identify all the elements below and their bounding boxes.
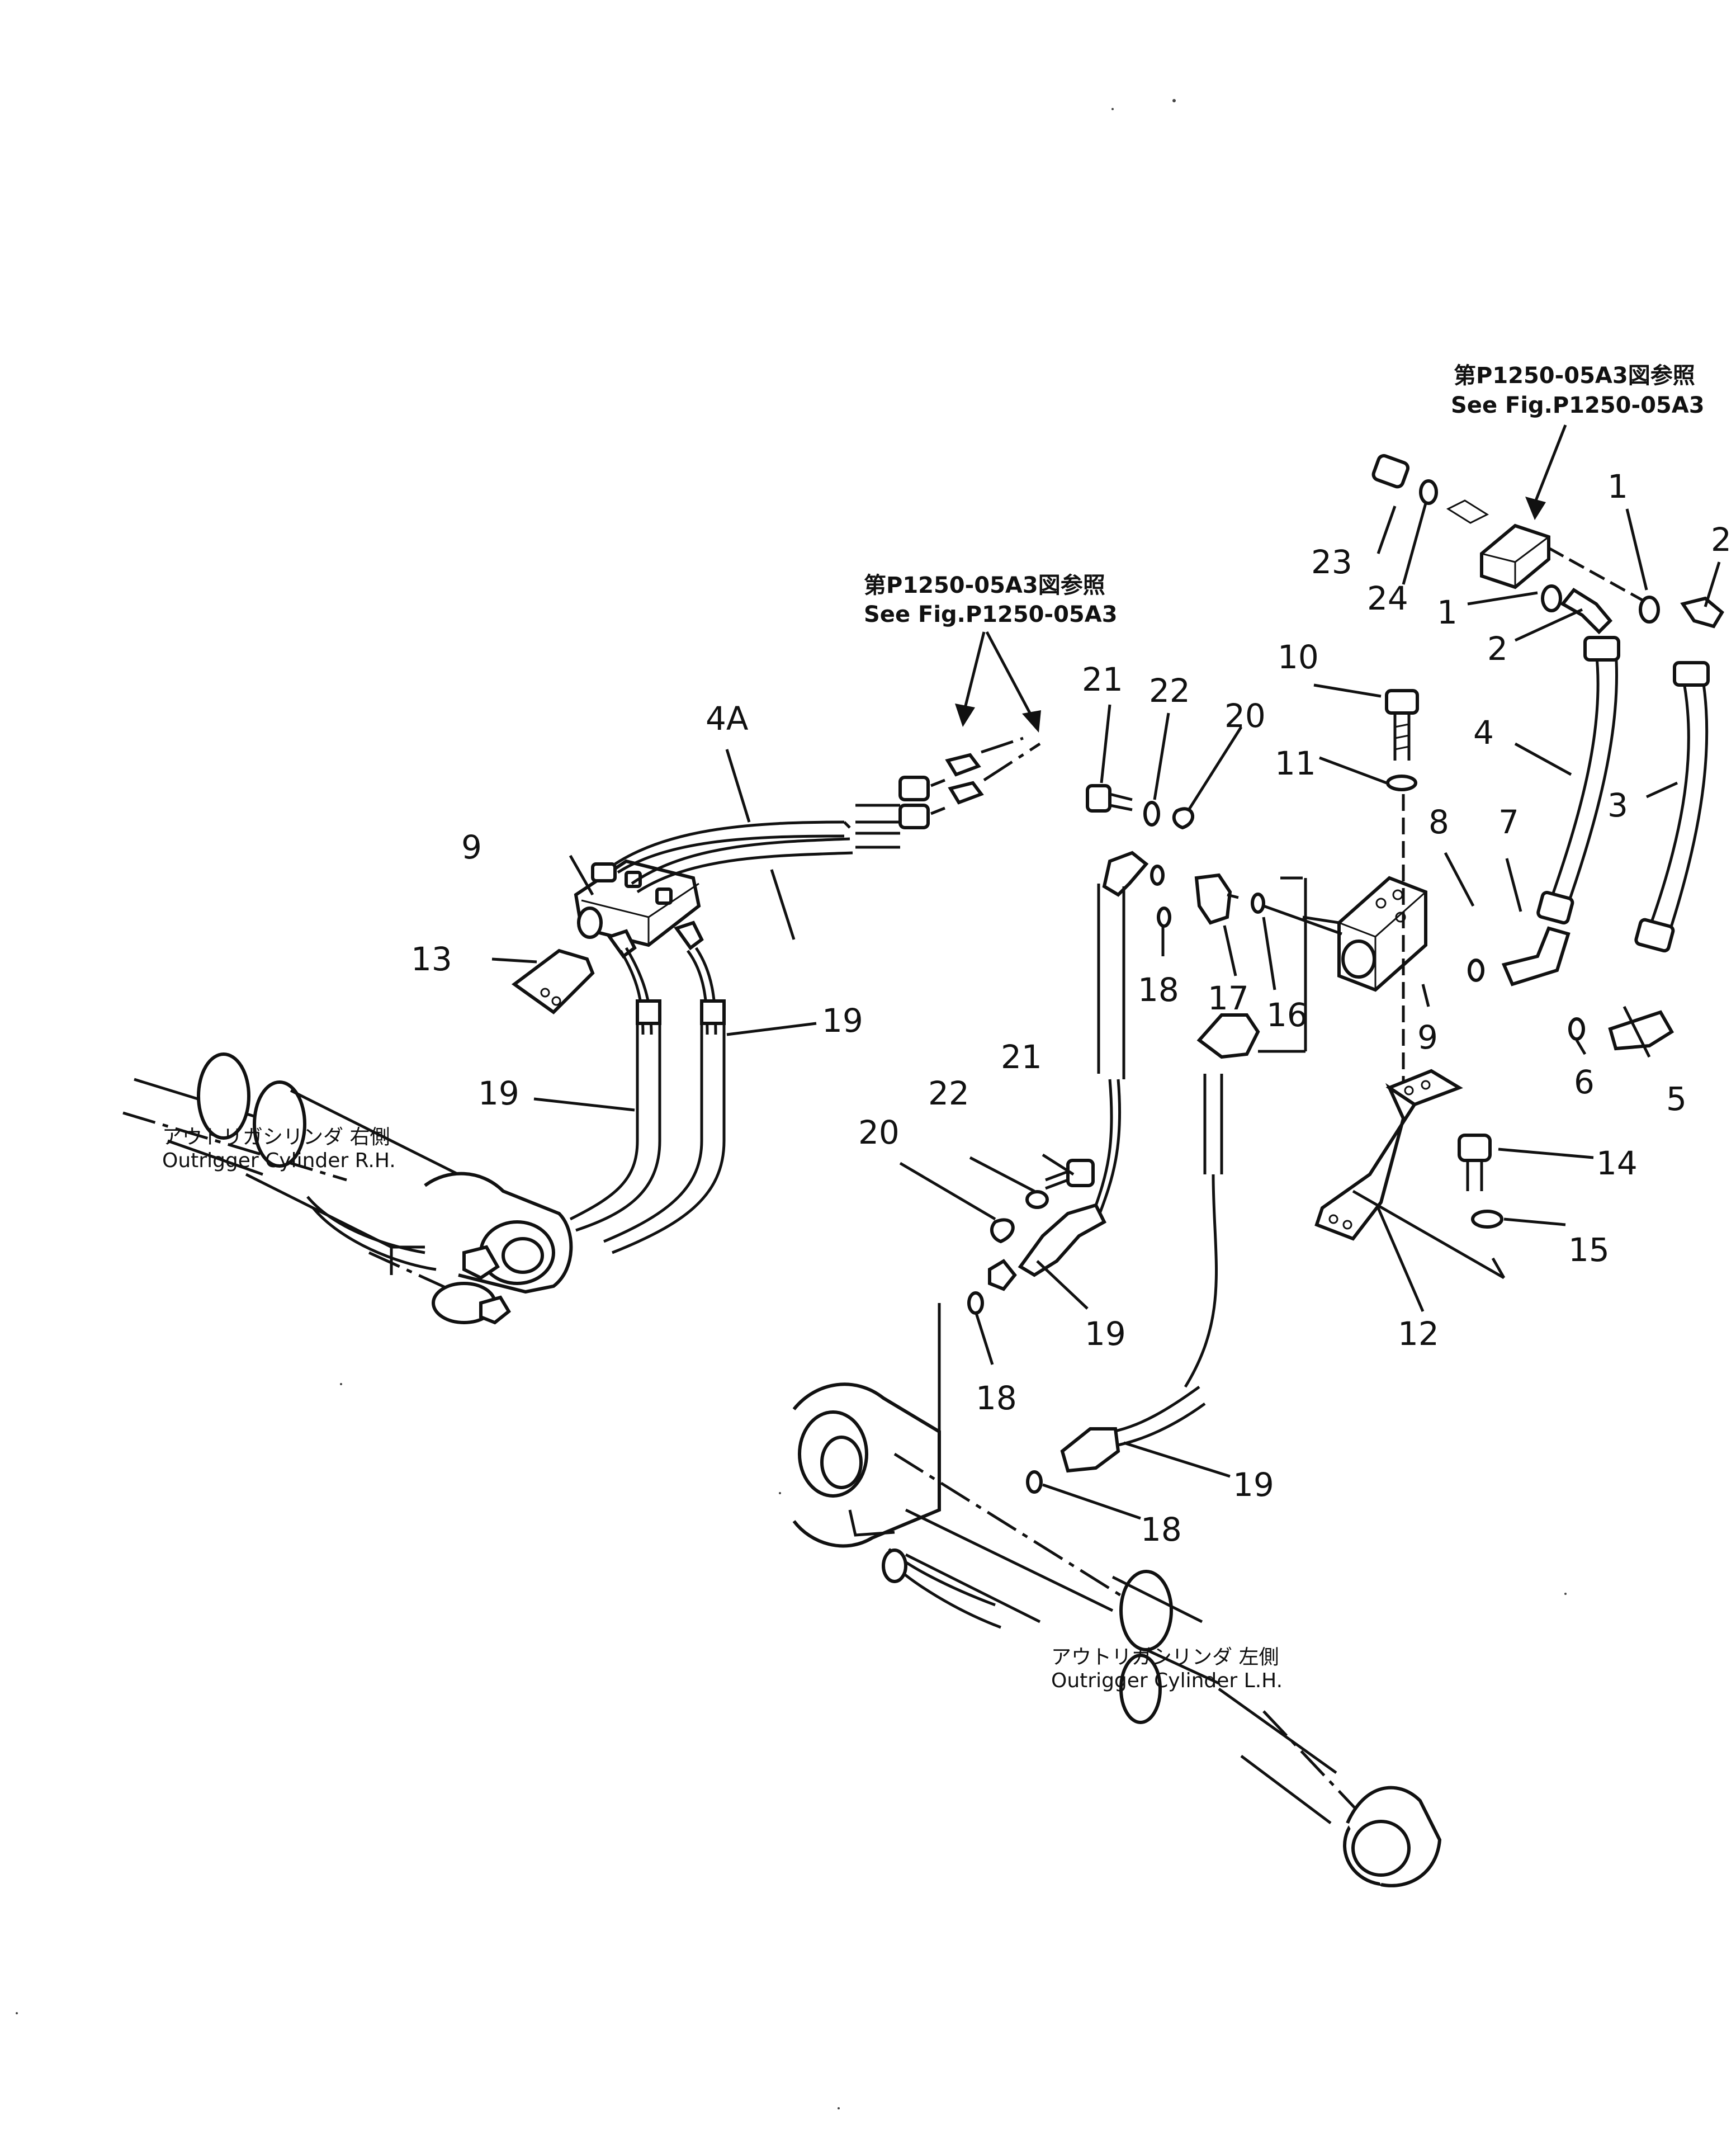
callout-label: 19 [822, 1002, 863, 1040]
scan-specks [16, 99, 1567, 2109]
reference-jp: 第P1250-05A3図参照 [864, 573, 1105, 598]
outrigger-cylinder-rh: アウトリガシリンダ 右側 Outrigger Cylinder R.H. [122, 1052, 573, 1325]
callout-label: 3 [1607, 786, 1628, 824]
plug-23 [1371, 454, 1438, 505]
callout-label: 8 [1428, 803, 1449, 841]
callout-label: 19 [1233, 1466, 1274, 1504]
callout-label: 15 [1568, 1231, 1610, 1269]
callout-label: 2 [1487, 630, 1508, 668]
callout-label: 22 [1149, 672, 1190, 710]
callout-label: 14 [1596, 1144, 1638, 1182]
arrow-icon [955, 704, 975, 727]
bolt-10 [1385, 689, 1419, 1118]
callout-label: 24 [1367, 579, 1408, 617]
callout-label: 11 [1275, 744, 1316, 782]
reference-en: See Fig.P1250-05A3 [864, 602, 1118, 627]
callout-label: 1 [1437, 593, 1458, 631]
callout-label: 20 [858, 1113, 900, 1151]
callout-label: 5 [1666, 1080, 1687, 1118]
callout-label: 21 [1001, 1038, 1042, 1076]
callout-label: 18 [976, 1379, 1017, 1417]
bracket-12 [1314, 1069, 1506, 1280]
callout-label: 18 [1141, 1510, 1182, 1549]
reference-en: See Fig.P1250-05A3 [1451, 393, 1705, 418]
cylinder-lh-en: Outrigger Cylinder L.H. [1051, 1669, 1283, 1692]
callout-label: 13 [411, 940, 452, 978]
valve-block-left [511, 737, 1041, 1254]
callout-label: 22 [928, 1074, 969, 1112]
cylinder-lh-jp: アウトリガシリンダ 左側 [1051, 1646, 1279, 1669]
callout-label: 4 [1473, 714, 1494, 752]
arrow-icon [1525, 497, 1546, 520]
bolt-14 [1458, 1134, 1503, 1229]
arrow-icon [1022, 710, 1041, 733]
cylinder-rh-en: Outrigger Cylinder R.H. [162, 1149, 396, 1172]
cylinder-rh-jp: アウトリガシリンダ 右側 [162, 1126, 390, 1149]
callout-label: 20 [1224, 697, 1266, 735]
callout-label: 9 [461, 828, 482, 866]
callout-label: 10 [1278, 638, 1319, 676]
callout-label: 1 [1607, 468, 1628, 506]
callout-label: 7 [1498, 803, 1519, 841]
reference-jp: 第P1250-05A3図参照 [1454, 363, 1695, 389]
callout-label: 21 [1082, 660, 1123, 698]
reference-note-top-right: 第P1250-05A3図参照 See Fig.P1250-05A3 [1451, 363, 1705, 520]
valve-block-top [1446, 499, 1650, 606]
elbow-fittings [1468, 926, 1674, 1051]
callout-label: 19 [1085, 1315, 1126, 1353]
callout-label: 18 [1138, 971, 1179, 1009]
callout-label: 12 [1398, 1315, 1439, 1353]
callout-label: 19 [478, 1074, 519, 1112]
callout-label: 16 [1266, 996, 1308, 1034]
callout-numbers: 1 1 2 2 3 3 4 4A 5 6 7 8 9 9 10 11 12 13… [411, 468, 1732, 1549]
callout-label: 2 [1711, 521, 1732, 559]
hose-assembly-right [1536, 584, 1724, 953]
callout-label: 4A [706, 700, 749, 738]
callout-label: 6 [1574, 1063, 1595, 1101]
reference-note-center: 第P1250-05A3図参照 See Fig.P1250-05A3 [864, 573, 1118, 733]
callout-label: 17 [1208, 979, 1249, 1017]
callout-label: 9 [1417, 1018, 1438, 1056]
valve-block-center [1280, 876, 1427, 992]
callout-label: 23 [1311, 543, 1352, 581]
leader-lines [491, 503, 1721, 1520]
outrigger-cylinder-lh: アウトリガシリンダ 左側 Outrigger Cylinder L.H. [792, 1382, 1442, 1887]
